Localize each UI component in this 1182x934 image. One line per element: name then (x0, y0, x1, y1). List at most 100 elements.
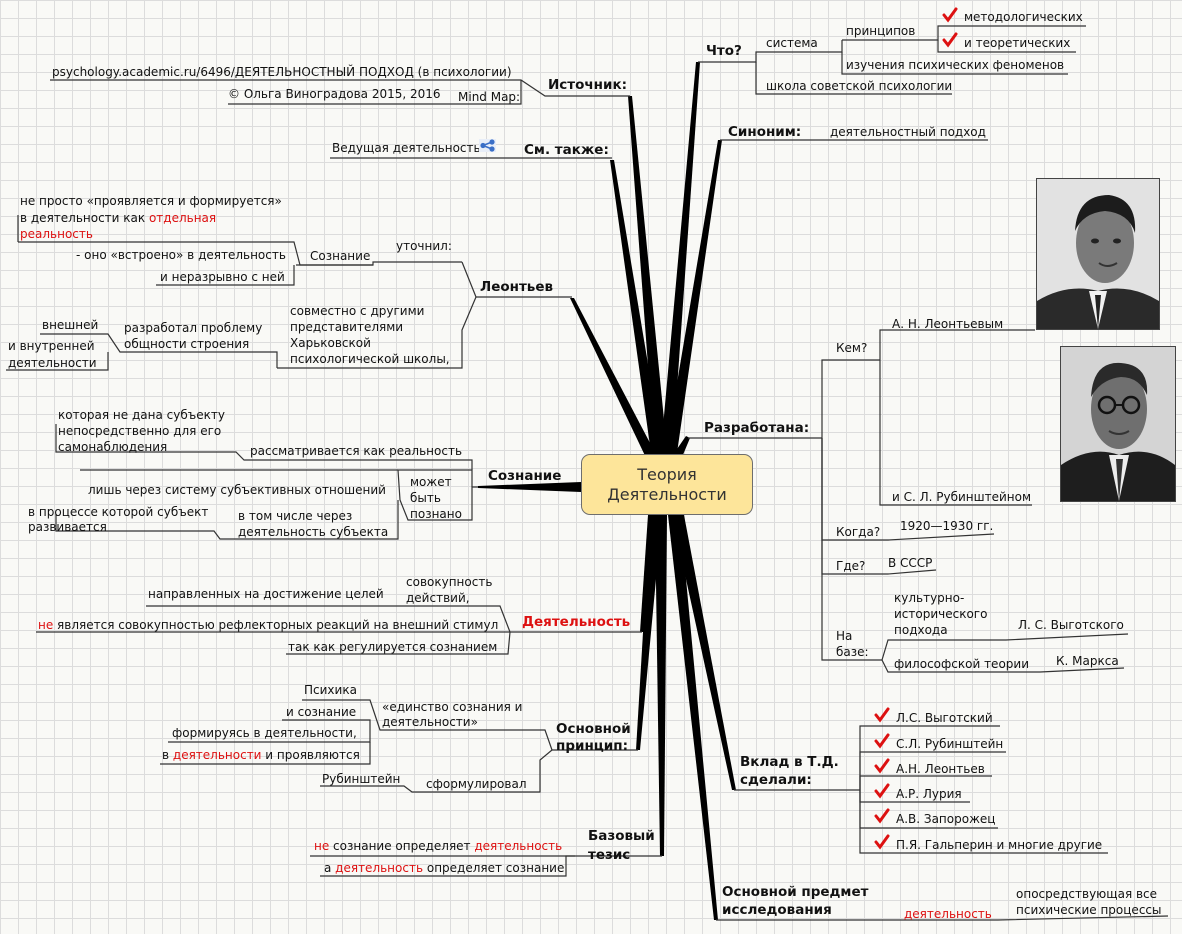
internal-line1: и внутренней (8, 339, 95, 353)
author-credit: © Ольга Виноградова 2015, 2016 (228, 87, 441, 101)
consciousness-sub: Сознание (310, 249, 371, 263)
internal-line2: деятельности (8, 356, 97, 370)
and-consciousness-text: и сознание (286, 705, 357, 719)
marx-text: К. Маркса (1056, 654, 1119, 668)
contributor-item: А.Н. Леонтьев (896, 762, 985, 776)
developed-label[interactable]: Разработана: (704, 420, 810, 436)
check-icon (874, 808, 890, 824)
who-text: Кем? (836, 341, 868, 355)
embedded-text: - оно «встроено» в деятельность (76, 248, 286, 262)
only-through-text: лишь через систему субъективных отношени… (88, 483, 386, 497)
principle-label-2[interactable]: принцип: (556, 738, 628, 754)
base-line1: На (836, 629, 853, 643)
not-given-line1: которая не дана субъекту (58, 408, 225, 422)
principle-label-1[interactable]: Основной (556, 721, 631, 737)
where-text: Где? (836, 559, 866, 573)
cultural-line3: подхода (894, 623, 948, 637)
activity-label[interactable]: Деятельность (522, 614, 631, 630)
formulated-text: сформулировал (426, 777, 527, 791)
check-icon (874, 758, 890, 774)
contribution-label-1[interactable]: Вклад в Т.Д. (740, 754, 839, 770)
in-process-line2: развивается (28, 520, 107, 534)
consciousness-label[interactable]: Сознание (488, 468, 562, 484)
subject-label-1[interactable]: Основной предмет (722, 884, 869, 900)
spike-source (628, 96, 668, 460)
see-also-label[interactable]: См. также: (524, 142, 609, 158)
thesis-line2: а деятельность определяет сознание (324, 861, 565, 875)
considered-text: рассматривается как реальность (250, 444, 463, 458)
cultural-line2: исторического (894, 607, 988, 621)
synonym-value: деятельностный подход (830, 125, 986, 139)
can-line1: может (410, 475, 452, 489)
ussr-text: В СССР (888, 556, 933, 570)
unity-line1: «единство сознания и (382, 700, 523, 714)
spike-consciousness (478, 482, 581, 492)
spike-principle (636, 515, 662, 750)
portrait-photo-leontiev (1036, 178, 1160, 330)
source-url[interactable]: psychology.academic.ru/6496/ДЕЯТЕЛЬНОСТН… (52, 65, 512, 79)
regulated-text: так как регулируется сознанием (288, 640, 498, 654)
system-text: система (766, 36, 818, 50)
contributor-item: П.Я. Гальперин и многие другие (896, 838, 1103, 852)
leontiev-author: А. Н. Леонтьевым (892, 317, 1004, 331)
spike-leontiev (570, 298, 660, 462)
leontiev-label[interactable]: Леонтьев (480, 279, 554, 295)
set-line1: совокупность (406, 575, 493, 589)
source-label[interactable]: Источник: (548, 77, 628, 93)
jointly-line3: Харьковской (290, 336, 371, 350)
external-text: внешней (42, 318, 99, 332)
portrait-photo-rubinstein (1060, 346, 1176, 502)
thesis-line1: не сознание определяет деятельность (314, 839, 563, 853)
mindmap-label: Mind Map: (458, 90, 521, 104)
study-text: изучения психических феноменов (846, 58, 1065, 72)
not-given-line2: непосредственно для его (58, 424, 222, 438)
forming-text: формируясь в деятельности, (172, 726, 357, 740)
including-line2: деятельность субъекта (238, 525, 389, 539)
link-share-icon[interactable] (479, 139, 496, 152)
base-line2: базе: (836, 645, 869, 659)
check-icon (874, 783, 890, 799)
school-text: школа советской психологии (766, 79, 953, 93)
synonym-label[interactable]: Синоним: (728, 124, 802, 140)
check-icon (874, 707, 890, 723)
years-text: 1920—1930 гг. (900, 519, 994, 533)
spike-contribution (672, 515, 736, 790)
theoretical-text: и теоретических (964, 36, 1071, 50)
developed-problem-line2: общности строения (124, 337, 250, 351)
spike-subject (668, 515, 718, 920)
spike-synonym (664, 140, 722, 460)
contribution-label-2[interactable]: сделали: (740, 772, 812, 788)
check-icon (874, 834, 890, 850)
including-line1: в том числе через (238, 509, 353, 523)
not-reflex-text: не является совокупностью рефлекторных р… (38, 618, 499, 632)
contributor-item: Л.С. Выготский (896, 711, 993, 725)
can-line2: быть (410, 491, 441, 505)
thesis-label-1[interactable]: Базовый (588, 828, 655, 844)
set-line2: действий, (406, 591, 470, 605)
what-label[interactable]: Что? (706, 43, 742, 59)
check-icon (874, 733, 890, 749)
mediating-line1: опосредствующая все (1016, 887, 1158, 901)
see-also-item[interactable]: Ведущая деятельность (332, 141, 481, 155)
methodological-text: методологических (964, 10, 1083, 24)
directed-text: направленных на достижение целей (148, 587, 384, 601)
not-just-line3: реальность (20, 227, 93, 241)
contributor-item: А.В. Запорожец (896, 812, 996, 826)
rubinstein-principle: Рубинштейн (322, 772, 401, 786)
psyche-text: Психика (304, 683, 357, 697)
check-icon (942, 7, 958, 23)
thesis-label-2[interactable]: тезис (588, 847, 631, 863)
unity-line2: деятельности» (382, 715, 478, 729)
philos-text: философской теории (894, 657, 1029, 671)
check-icon (942, 32, 958, 48)
jointly-line1: совместно с другими (290, 304, 425, 318)
cultural-line1: культурно- (894, 591, 965, 605)
jointly-line2: представителями (290, 320, 404, 334)
not-given-line3: самонаблюдения (58, 440, 168, 454)
central-topic[interactable]: Теория Деятельности (581, 454, 753, 515)
rubinstein-author: и С. Л. Рубинштейном (892, 490, 1032, 504)
jointly-line4: психологической школы, (290, 352, 450, 366)
subject-label-2[interactable]: исследования (722, 902, 832, 918)
not-just-line2: в деятельности как отдельная (20, 211, 217, 225)
